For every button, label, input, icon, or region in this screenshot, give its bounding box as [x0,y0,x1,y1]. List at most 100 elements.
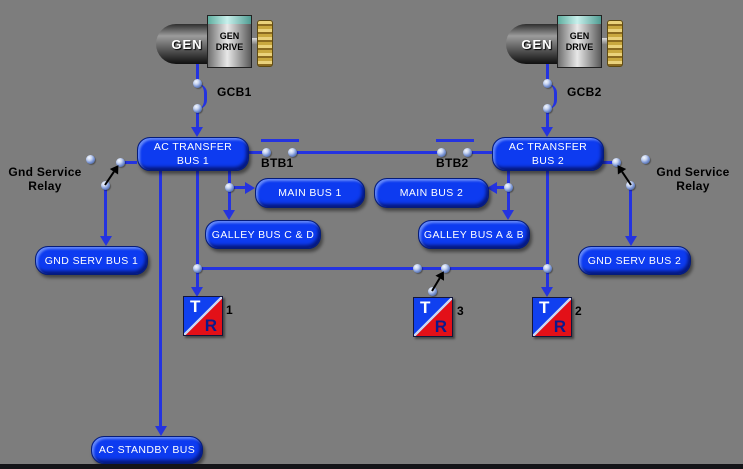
arrow-into-transfer-bus-2 [541,127,553,137]
arrow-into-galley-cd [223,210,235,220]
gnd-serv-bus-2: GND SERV BUS 2 [578,246,691,275]
tr1-r-label: R [204,316,217,335]
arrow-into-tr1 [191,287,203,297]
ac-standby-bus: AC STANDBY BUS [91,436,203,464]
arrow-into-main-bus-1 [245,182,255,194]
generator-1-label: GEN [171,36,203,52]
wire-relay-left-to-gnd-bus [104,187,107,236]
arrow-into-tr2 [541,287,553,297]
galley-bus-ab: GALLEY BUS A & B [418,220,530,249]
generator-1-shaft-icon [248,38,258,45]
btb2-open-bar [436,139,474,142]
tr-unit-1: T R [183,296,223,336]
arrow-into-gnd-serv-bus-1 [100,236,112,246]
generator-1-drive-label: GEN DRIVE [215,31,244,52]
tr2-junction-dot [543,264,552,273]
wire-tr1-feeder [196,169,199,270]
wire-galley-ab-drop [507,191,510,210]
wire-tr2-feeder [546,169,549,270]
wire-tie-seg-3 [465,151,492,154]
gcb2-closed-contact [548,84,557,109]
btb2-contact-dot [463,148,472,157]
ac-transfer-bus-2-label: AC TRANSFER BUS 2 [508,140,588,167]
gnd-serv-bus-1: GND SERV BUS 1 [35,246,148,275]
wire-branch-main1 [233,186,246,189]
gnd-service-relay-right-label-2: Relay [676,179,710,193]
gcb2-contact-dot [543,79,552,88]
btb2-contact-dot [437,148,446,157]
tr3-r-label: R [434,317,447,336]
tr2-t-label: T [539,298,550,317]
relay-right-bus-contact-dot [612,158,621,167]
generator-2-drive-icon: GEN DRIVE [557,15,602,68]
bottom-border [0,464,743,469]
tr1-junction-dot [193,264,202,273]
wire-relay-right-to-bus [602,161,619,164]
gcb2-contact-dot [543,104,552,113]
generator-2-drive-label: GEN DRIVE [565,31,594,52]
wire-branch-main2 [497,186,505,189]
arrow-into-ac-standby-bus [155,426,167,436]
relay-left-bus-contact-dot [116,158,125,167]
generator-1-spline-shaft-icon [257,20,273,67]
generator-2-label: GEN [521,36,553,52]
wire-tr2-drop [546,270,549,287]
btb2-label: BTB2 [436,156,469,170]
tr3-number-label: 3 [457,304,464,318]
tr2-number-label: 2 [575,304,582,318]
gcb1-label: GCB1 [217,85,252,99]
btb1-contact-dot [262,148,271,157]
gnd-service-relay-right-label-1: Gnd Service [656,165,730,179]
gnd-service-relay-left-label-1: Gnd Service [8,165,82,179]
ac-transfer-bus-2: AC TRANSFER BUS 2 [492,137,604,171]
wire-standby-feeder [159,169,162,426]
arrow-into-gnd-serv-bus-2 [625,236,637,246]
wire-tie-seg-2 [291,151,443,154]
wire-tr1-drop [196,270,199,287]
galley-bus-cd: GALLEY BUS C & D [205,220,321,249]
wire-gen2-drop [546,62,549,84]
tr-unit-3: T R [413,297,453,337]
gnd-service-relay-left-label-2: Relay [28,179,62,193]
tr3-t-label: T [420,298,431,317]
wire-relay-right-to-gnd-bus [629,187,632,236]
ac-transfer-bus-1-label: AC TRANSFER BUS 1 [153,140,233,167]
wire-galley-cd-drop [228,191,231,210]
gnd-serv-bus-1-label: GND SERV BUS 1 [44,254,139,267]
wire-tie-seg-1 [247,151,264,154]
relay-left-external-contact-dot [86,155,95,164]
relay-right-external-contact-dot [641,155,650,164]
generator-1-drive-icon: GEN DRIVE [207,15,252,68]
wire-gcb1-to-bus [196,109,199,127]
tr3-line-contact-dot [413,264,422,273]
galley-bus-cd-label: GALLEY BUS C & D [211,228,315,241]
tr1-t-label: T [190,297,201,316]
main-bus-2-label: MAIN BUS 2 [399,187,464,199]
gcb1-closed-contact [198,84,207,109]
btb1-open-bar [261,139,299,142]
tr-unit-2: T R [532,297,572,337]
generator-2-shaft-icon [598,38,608,45]
wire-gen1-drop [196,62,199,84]
gcb1-contact-dot [193,79,202,88]
ac-standby-bus-label: AC STANDBY BUS [98,444,196,456]
wire-main2-feeder [507,169,510,187]
gnd-serv-bus-2-label: GND SERV BUS 2 [587,254,682,267]
btb1-label: BTB1 [261,156,294,170]
wire-tr-crosstie [196,267,549,270]
gcb2-label: GCB2 [567,85,602,99]
main-bus-2: MAIN BUS 2 [374,178,489,208]
main2-junction-dot [504,183,513,192]
relay-right-common-contact-dot [626,181,635,190]
main1-junction-dot [225,183,234,192]
tr3-line-contact-dot [441,264,450,273]
gcb1-contact-dot [193,104,202,113]
main-bus-1: MAIN BUS 1 [255,178,365,208]
arrow-into-main-bus-2 [487,182,497,194]
arrow-into-galley-ab [502,210,514,220]
main-bus-1-label: MAIN BUS 1 [278,187,342,199]
wire-main1-feeder [228,169,231,187]
arrow-into-transfer-bus-1 [191,127,203,137]
btb1-contact-dot [288,148,297,157]
ac-transfer-bus-1: AC TRANSFER BUS 1 [137,137,249,171]
